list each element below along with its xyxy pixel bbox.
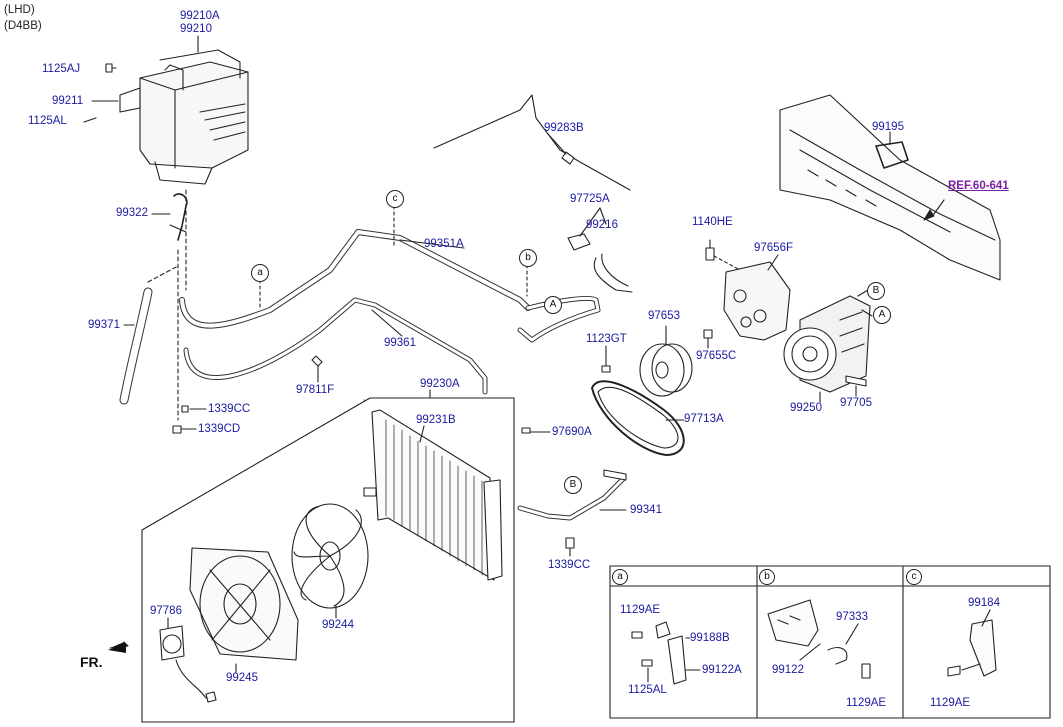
ref-link-60-641[interactable]: REF.60-641	[948, 180, 1009, 192]
header-engine: (D4BB)	[4, 20, 42, 32]
part-label-97786[interactable]: 97786	[150, 605, 182, 617]
part-label-99210[interactable]: 99210	[180, 23, 212, 35]
detail-b-part-1129ae[interactable]: 1129AE	[846, 697, 887, 709]
part-label-99210a[interactable]: 99210A	[180, 10, 220, 22]
part-label-99195[interactable]: 99195	[872, 121, 904, 133]
part-label-97725a[interactable]: 97725A	[570, 193, 610, 205]
part-label-1125aj[interactable]: 1125AJ	[42, 63, 81, 75]
callout-A-compressor[interactable]: A	[873, 306, 891, 324]
callout-b[interactable]: b	[519, 249, 537, 267]
part-label-1339cc-b[interactable]: 1339CC	[548, 559, 591, 571]
part-label-99230a[interactable]: 99230A	[420, 378, 460, 390]
part-label-99211[interactable]: 99211	[52, 95, 84, 107]
part-label-99341[interactable]: 99341	[630, 504, 662, 516]
part-label-97713a[interactable]: 97713A	[684, 413, 724, 425]
part-label-99250[interactable]: 99250	[790, 402, 822, 414]
hvac-unit-drawing	[119, 49, 249, 185]
detail-c-part-99184[interactable]: 99184	[968, 597, 1000, 609]
part-label-1339cd[interactable]: 1339CD	[198, 423, 241, 435]
part-label-99231b[interactable]: 99231B	[416, 414, 456, 426]
detail-a-part-99188b[interactable]: 99188B	[690, 632, 730, 644]
callout-A-pipe[interactable]: A	[544, 296, 562, 314]
part-label-99371[interactable]: 99371	[88, 319, 120, 331]
part-label-97811f[interactable]: 97811F	[296, 384, 335, 396]
detail-b-tag[interactable]: b	[759, 569, 775, 585]
part-label-99283b[interactable]: 99283B	[544, 122, 584, 134]
part-label-97656f[interactable]: 97656F	[754, 242, 794, 254]
detail-a-part-1125al[interactable]: 1125AL	[628, 684, 667, 696]
callout-B-pipe[interactable]: B	[564, 476, 582, 494]
detail-a-part-99122a[interactable]: 99122A	[702, 664, 742, 676]
part-label-1123gt[interactable]: 1123GT	[586, 333, 627, 345]
header-lhd: (LHD)	[4, 4, 35, 16]
part-label-99322[interactable]: 99322	[116, 207, 148, 219]
detail-c-tag[interactable]: c	[906, 569, 922, 585]
part-label-1339cc-a[interactable]: 1339CC	[208, 403, 251, 415]
part-label-97705[interactable]: 97705	[840, 397, 872, 409]
callout-a[interactable]: a	[251, 264, 269, 282]
detail-c-part-1129ae[interactable]: 1129AE	[930, 697, 971, 709]
part-label-97690a[interactable]: 97690A	[552, 426, 592, 438]
part-label-99351a[interactable]: 99351A	[424, 238, 464, 250]
detail-a-tag[interactable]: a	[612, 569, 628, 585]
detail-a-part-1129ae[interactable]: 1129AE	[620, 604, 661, 616]
detail-b-part-97333[interactable]: 97333	[836, 611, 868, 623]
front-marker: FR.	[80, 654, 103, 670]
callout-c[interactable]: c	[386, 190, 404, 208]
part-label-99245[interactable]: 99245	[226, 672, 258, 684]
part-label-99361[interactable]: 99361	[384, 337, 416, 349]
part-label-97653[interactable]: 97653	[648, 310, 680, 322]
part-label-1140he[interactable]: 1140HE	[692, 216, 733, 228]
part-label-97655c[interactable]: 97655C	[696, 350, 737, 362]
part-label-99244[interactable]: 99244	[322, 619, 354, 631]
detail-b-part-99122[interactable]: 99122	[772, 664, 804, 676]
callout-B-compressor[interactable]: B	[867, 282, 885, 300]
part-label-1125al[interactable]: 1125AL	[28, 115, 67, 127]
part-label-99216[interactable]: 99216	[586, 219, 618, 231]
